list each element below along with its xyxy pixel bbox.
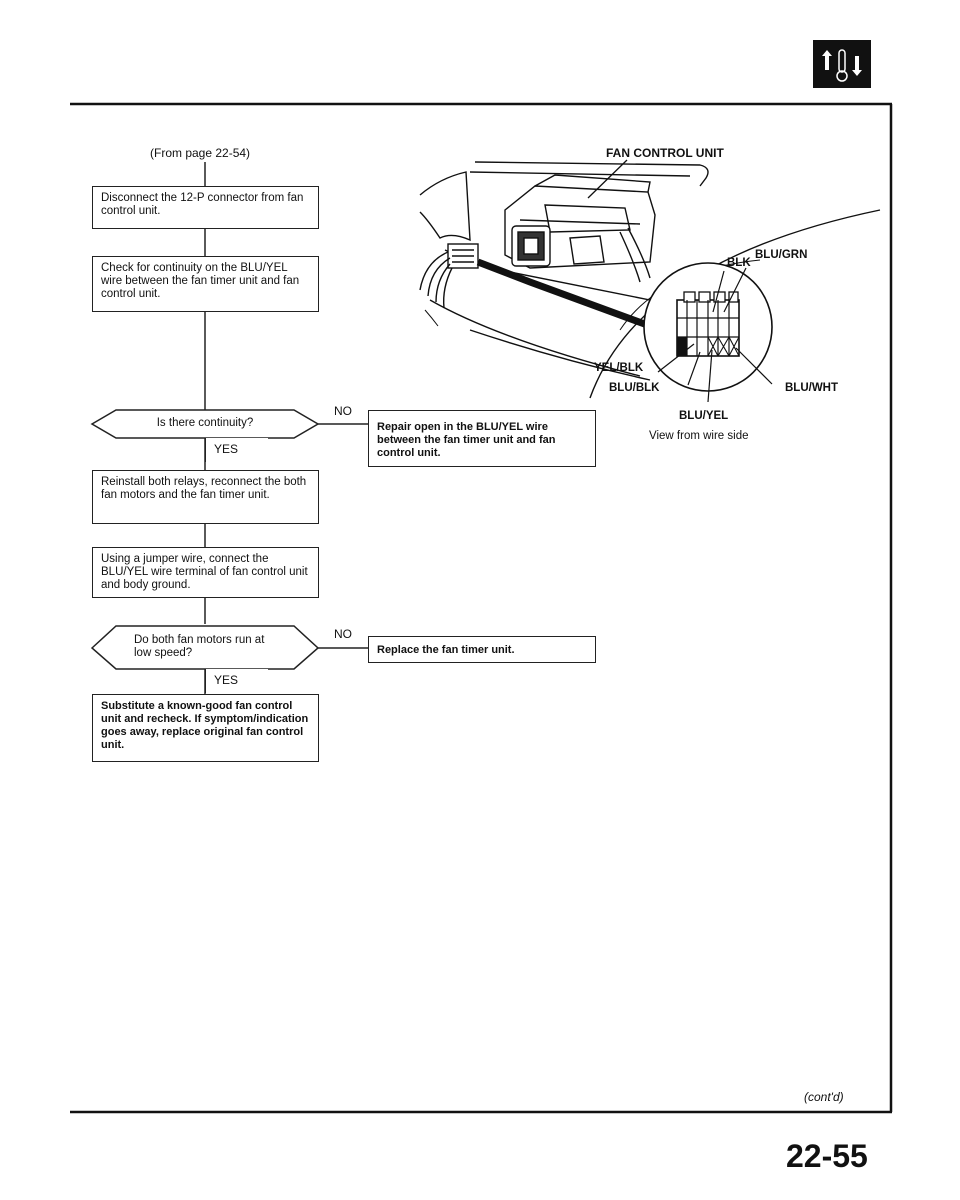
result-replace-timer: Replace the fan timer unit.: [368, 636, 596, 663]
connector-detail-circle: [643, 262, 773, 392]
no-label-2: NO: [334, 627, 352, 641]
no-label-1: NO: [334, 404, 352, 418]
step-disconnect-connector: Disconnect the 12-P connector from fan c…: [92, 186, 319, 229]
wire-label-blu-blk: BLU/BLK: [609, 382, 660, 394]
fan-thermometer-icon: [813, 40, 871, 88]
view-caption: View from wire side: [649, 430, 749, 442]
wire-label-blk: BLK: [727, 257, 751, 269]
yes-label-2: YES: [205, 669, 268, 693]
fan-control-unit-title: FAN CONTROL UNIT: [606, 146, 724, 160]
decision-fan-motors: Do both fan motors run at low speed?: [134, 634, 265, 659]
decision-shape-2: [90, 625, 320, 670]
step-jumper-wire: Using a jumper wire, connect the BLU/YEL…: [92, 547, 319, 598]
from-page-label: (From page 22-54): [150, 146, 251, 160]
decision-shape-1: [90, 409, 320, 439]
wire-label-blu-wht: BLU/WHT: [785, 382, 839, 394]
wire-label-blu-grn: BLU/GRN: [755, 249, 808, 261]
decision-continuity: Is there continuity?: [156, 417, 254, 429]
step-check-continuity: Check for continuity on the BLU/YEL wire…: [92, 256, 319, 312]
step-substitute-unit: Substitute a known-good fan control unit…: [92, 694, 319, 762]
result-repair-open: Repair open in the BLU/YEL wire between …: [368, 410, 596, 467]
step-reinstall-relays: Reinstall both relays, reconnect the bot…: [92, 470, 319, 524]
wire-label-yel-blk: YEL/BLK: [594, 362, 644, 374]
continued-label: (cont'd): [804, 1090, 844, 1104]
wire-label-blu-yel: BLU/YEL: [679, 410, 729, 422]
page-number: 22-55: [786, 1138, 868, 1174]
yes-label-1: YES: [205, 438, 268, 462]
